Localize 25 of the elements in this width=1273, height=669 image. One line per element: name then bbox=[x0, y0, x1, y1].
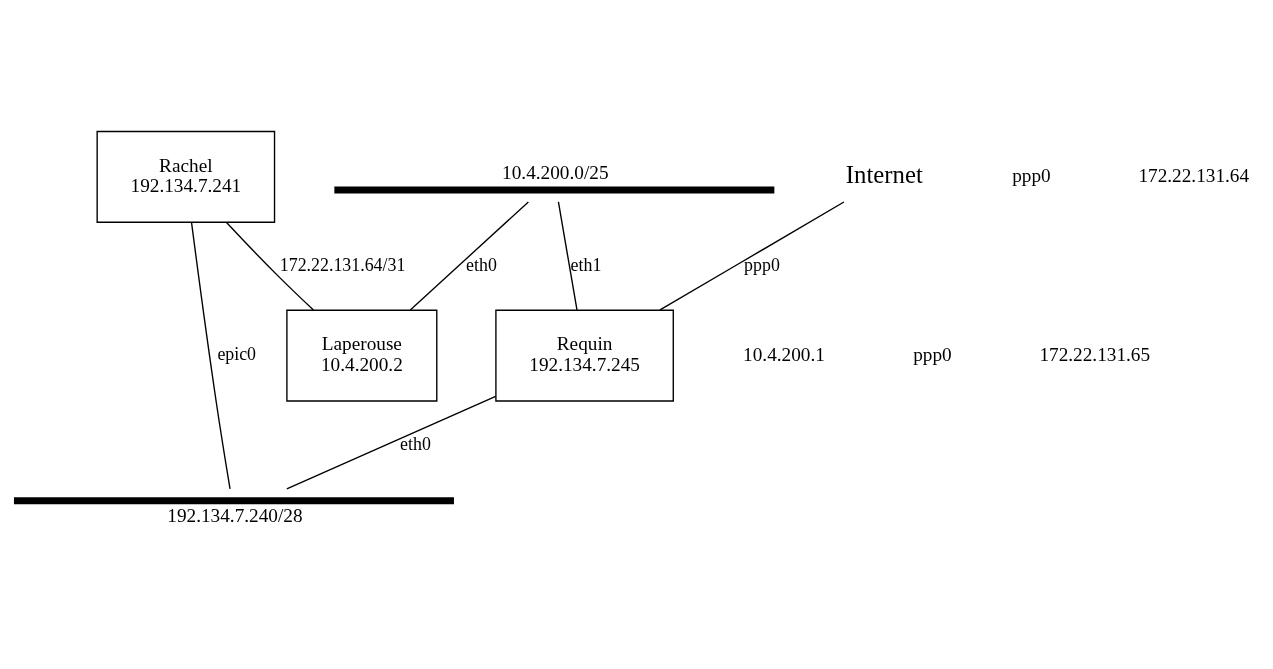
node-box: Rachel 192.134.7.241 bbox=[96, 130, 276, 223]
connector bbox=[190, 221, 231, 490]
label: ppp0 bbox=[913, 343, 952, 365]
edge-label: ppp0 bbox=[744, 254, 780, 275]
edge-label: 172.22.131.64/31 bbox=[279, 254, 406, 275]
label: 172.22.131.65 bbox=[1039, 343, 1151, 365]
connector bbox=[659, 200, 845, 311]
node-text: Internet bbox=[845, 160, 923, 188]
node-label: 10.4.200.0/25 bbox=[502, 161, 609, 183]
node-box: Requin 192.134.7.245 bbox=[495, 309, 674, 402]
edge-label: eth0 bbox=[466, 254, 497, 275]
label: ppp0 bbox=[1012, 164, 1051, 186]
node-bar bbox=[334, 186, 775, 193]
label: 172.22.131.64 bbox=[1138, 164, 1250, 186]
node-bar bbox=[13, 496, 454, 504]
edge-label: epic0 bbox=[217, 343, 257, 364]
connector bbox=[225, 221, 315, 311]
connector bbox=[409, 200, 530, 311]
node-box: Laperouse 10.4.200.2 bbox=[286, 309, 438, 402]
node-label: 192.134.7.240/28 bbox=[167, 504, 303, 526]
connector bbox=[286, 395, 497, 490]
connector bbox=[557, 200, 578, 311]
label: 10.4.200.1 bbox=[743, 343, 825, 365]
edge-label: eth1 bbox=[570, 254, 602, 275]
edge-label: eth0 bbox=[400, 433, 431, 454]
